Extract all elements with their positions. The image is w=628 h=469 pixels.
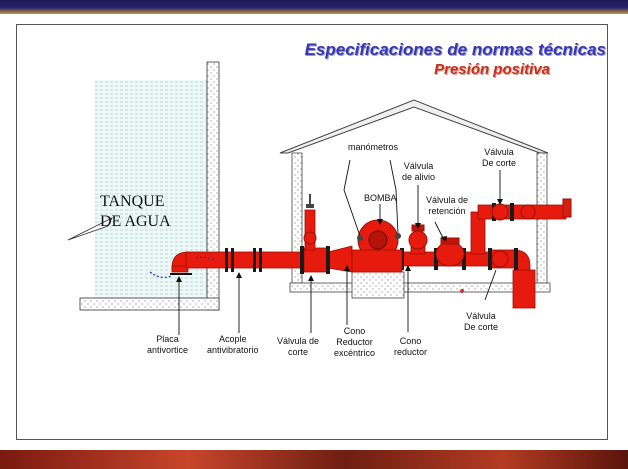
label-acople-line2: antivibratorio	[207, 345, 259, 355]
label-valvula-corte-top: Válvula De corte	[482, 147, 516, 169]
label-valvula-alivio-line1: Válvula	[403, 161, 434, 171]
pump	[351, 219, 403, 273]
diagram-title: Especificaciones de normas técnicas Pres…	[305, 40, 606, 78]
arrowheads	[176, 199, 503, 282]
tank-floor	[79, 297, 220, 311]
label-valvula-alivio: Válvula de alivio	[402, 161, 435, 183]
label-cono-excentrico-line3: excéntrico	[334, 348, 376, 358]
label-cono-reductor-line1: Cono	[399, 336, 422, 346]
label-placa: Placa antivortice	[147, 334, 188, 356]
antivortex-plate	[149, 256, 215, 278]
label-valvula-corte-top-line2: De corte	[482, 158, 517, 168]
label-cono-excentrico-line2: Reductor	[336, 337, 373, 347]
label-valvula-corte-right-line1: Válvula	[466, 311, 496, 321]
label-valvula-corte-top-line1: Válvula	[484, 147, 514, 157]
gate-valves	[491, 198, 572, 268]
tank-label-pointer	[67, 217, 113, 241]
bottom-decorative-band	[0, 450, 628, 469]
suction-valve	[303, 194, 317, 245]
label-valvula-retencion: Válvula de retención	[426, 195, 468, 217]
tank-label-line2: DE AGUA	[100, 213, 171, 230]
label-placa-line1: Placa	[156, 334, 179, 344]
label-placa-line2: antivortice	[147, 345, 189, 355]
label-cono-reductor-line2: reductor	[394, 347, 428, 357]
water-tank	[79, 61, 220, 311]
tank-label: TANQUE DE AGUA	[100, 192, 171, 232]
label-acople: Acople antivibratorio	[207, 334, 259, 356]
title-main: Especificaciones de normas técnicas	[304, 40, 606, 59]
label-manometros: manómetros	[348, 142, 399, 152]
label-valvula-corte-bottom: Válvula de corte	[277, 336, 319, 358]
leader-lines	[178, 159, 501, 335]
top-decorative-band	[0, 0, 628, 14]
tank-wall	[206, 61, 220, 311]
label-cono-reductor: Cono reductor	[394, 336, 427, 358]
tank-water	[95, 80, 207, 302]
pump-base	[351, 271, 405, 299]
label-cono-excentrico: Cono Reductor excéntrico	[334, 326, 375, 359]
label-valvula-corte-right-line2: De corte	[464, 322, 499, 332]
label-bomba: BOMBA	[364, 193, 397, 203]
label-valvula-retencion-line2: retención	[428, 206, 466, 216]
label-valvula-retencion-line1: Válvula de	[426, 195, 469, 205]
title-sub: Presión positiva	[434, 61, 550, 78]
label-valvula-alivio-line2: de alivio	[402, 172, 436, 182]
label-acople-line1: Acople	[219, 334, 247, 344]
pressure-gauges	[357, 233, 464, 293]
label-cono-excentrico-line1: Cono	[343, 326, 366, 336]
label-valvula-corte-bottom-line2: corte	[288, 347, 309, 357]
label-valvula-corte-right: Válvula De corte	[464, 311, 498, 333]
label-valvula-corte-bottom-line1: Válvula de	[277, 336, 320, 346]
check-valve	[435, 237, 465, 267]
tank-label-line1: TANQUE	[100, 193, 165, 210]
